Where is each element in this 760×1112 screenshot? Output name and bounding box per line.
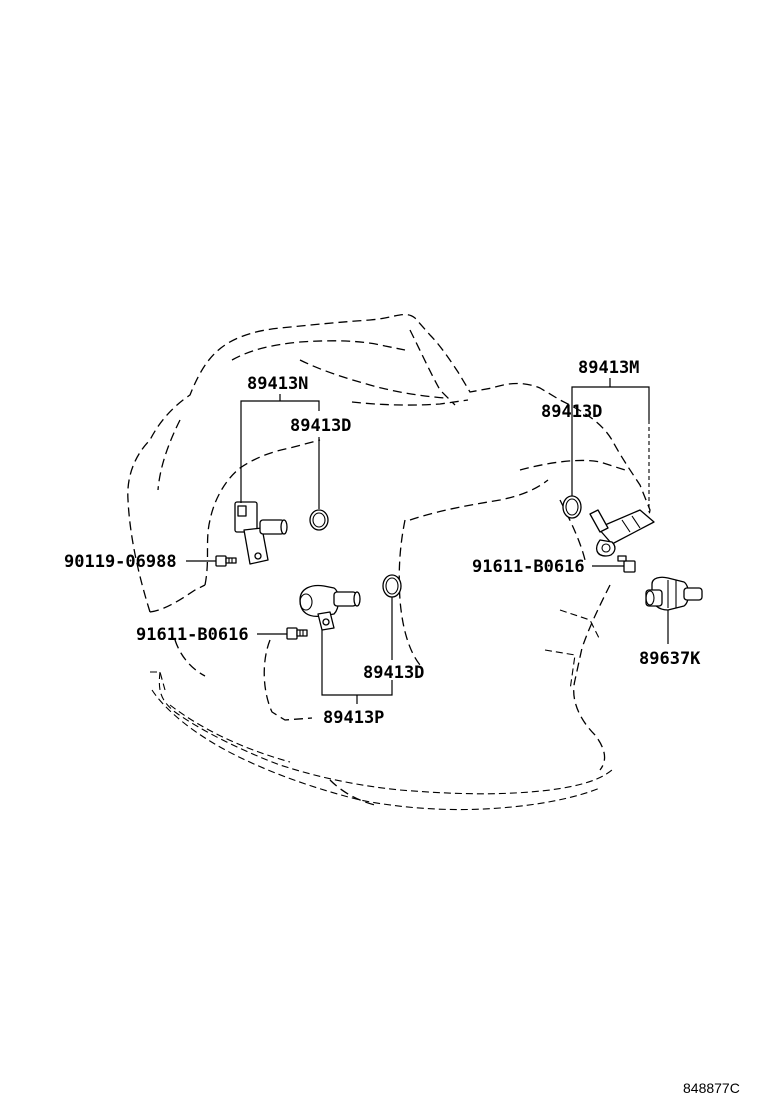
o-ring-lower[interactable] bbox=[382, 574, 402, 598]
speed-sensor-89413P[interactable] bbox=[299, 584, 361, 631]
bolt-91611-B0616-right[interactable] bbox=[617, 555, 636, 573]
label-89413N: 89413N bbox=[247, 374, 308, 394]
o-ring-upper-right[interactable] bbox=[562, 495, 582, 519]
label-90119-06988: 90119-06988 bbox=[64, 552, 177, 572]
label-89413D-upper-left: 89413D bbox=[290, 416, 351, 436]
label-89413D-upper-right: 89413D bbox=[541, 402, 602, 422]
label-91611-B0616-right: 91611-B0616 bbox=[472, 557, 585, 577]
label-91611-B0616-left: 91611-B0616 bbox=[136, 625, 249, 645]
transmission-housing-outline bbox=[127, 313, 651, 811]
label-89413M: 89413M bbox=[578, 358, 639, 378]
speed-sensor-89413M[interactable] bbox=[589, 509, 655, 557]
o-ring-upper-left[interactable] bbox=[309, 509, 329, 531]
label-89413P: 89413P bbox=[323, 708, 384, 728]
leader-lines bbox=[186, 378, 669, 704]
speed-sensor-89413N[interactable] bbox=[234, 501, 288, 565]
speed-sensor-89637K[interactable] bbox=[645, 576, 703, 611]
label-89413D-lower: 89413D bbox=[363, 663, 424, 683]
label-89637K: 89637K bbox=[639, 649, 701, 669]
figure-id: 848877C bbox=[683, 1080, 740, 1096]
bolt-90119-06988[interactable] bbox=[215, 555, 237, 567]
bolt-91611-B0616-left[interactable] bbox=[286, 627, 308, 640]
